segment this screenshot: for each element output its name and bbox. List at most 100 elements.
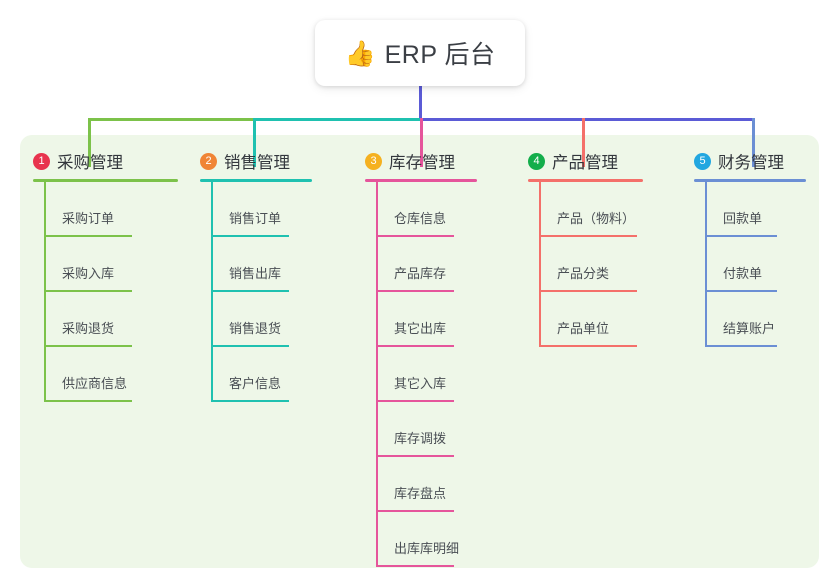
branch-drop-5 bbox=[752, 118, 755, 167]
branch-item-rule bbox=[705, 345, 777, 347]
branches-panel bbox=[20, 135, 819, 568]
branch-item-label: 客户信息 bbox=[229, 376, 282, 391]
branch-item-label: 销售订单 bbox=[229, 211, 282, 226]
branch-item-rule bbox=[376, 345, 454, 347]
branch-item[interactable]: 供应商信息 bbox=[33, 347, 178, 402]
branch-item-list: 产品（物料） 产品分类产品单位 bbox=[528, 182, 643, 347]
root-node[interactable]: 👍 ERP 后台 bbox=[315, 20, 525, 86]
branch-item-label: 产品分类 bbox=[557, 266, 610, 281]
branch-drop-4 bbox=[582, 118, 585, 167]
branch-item[interactable]: 采购订单 bbox=[33, 182, 178, 237]
branch-item[interactable]: 产品（物料） bbox=[528, 182, 643, 237]
branch-item[interactable]: 销售退货 bbox=[200, 292, 312, 347]
branch-header-5[interactable]: 5 财务管理 bbox=[694, 149, 806, 173]
branch-item[interactable]: 出库库明细 bbox=[365, 512, 477, 567]
branch-item-rule bbox=[211, 345, 289, 347]
branch-header-1[interactable]: 1 采购管理 bbox=[33, 149, 178, 173]
branch-item[interactable]: 库存盘点 bbox=[365, 457, 477, 512]
branch-drop-1 bbox=[88, 118, 91, 167]
branch-item-list: 仓库信息产品库存其它出库其它入库库存调拨库存盘点出库库明细 bbox=[365, 182, 477, 567]
branch-title: 财务管理 bbox=[718, 154, 784, 172]
branch-item[interactable]: 产品库存 bbox=[365, 237, 477, 292]
branch-column-3[interactable]: 3 库存管理仓库信息产品库存其它出库其它入库库存调拨库存盘点出库库明细 bbox=[365, 149, 477, 567]
branch-item-rule bbox=[376, 455, 454, 457]
branch-item-label: 出库库明细 bbox=[394, 541, 460, 556]
branch-item-label: 供应商信息 bbox=[62, 376, 128, 391]
branch-item[interactable]: 其它出库 bbox=[365, 292, 477, 347]
branch-item-label: 库存盘点 bbox=[394, 486, 447, 501]
branch-column-5[interactable]: 5 财务管理回款单付款单结算账户 bbox=[694, 149, 806, 347]
branch-spine bbox=[376, 182, 378, 567]
branch-column-1[interactable]: 1 采购管理采购订单采购入库采购退货供应商信息 bbox=[33, 149, 178, 402]
branch-item-rule bbox=[376, 290, 454, 292]
branch-number-badge: 1 bbox=[33, 152, 50, 170]
branch-item-rule bbox=[211, 400, 289, 402]
branch-item-rule bbox=[539, 290, 637, 292]
branch-item[interactable]: 销售订单 bbox=[200, 182, 312, 237]
branch-item[interactable]: 销售出库 bbox=[200, 237, 312, 292]
branch-item[interactable]: 采购退货 bbox=[33, 292, 178, 347]
branch-header-rule bbox=[365, 179, 477, 182]
branch-title: 销售管理 bbox=[224, 154, 290, 172]
branch-item-rule bbox=[376, 400, 454, 402]
branch-number-badge: 2 bbox=[200, 152, 217, 170]
branch-item-rule bbox=[539, 345, 637, 347]
branch-item[interactable]: 库存调拨 bbox=[365, 402, 477, 457]
branch-item[interactable]: 产品分类 bbox=[528, 237, 643, 292]
branch-item-rule bbox=[44, 400, 132, 402]
branch-item[interactable]: 客户信息 bbox=[200, 347, 312, 402]
branch-item-label: 仓库信息 bbox=[394, 211, 447, 226]
branch-column-2[interactable]: 2 销售管理销售订单销售出库销售退货客户信息 bbox=[200, 149, 312, 402]
branch-header-2[interactable]: 2 销售管理 bbox=[200, 149, 312, 173]
bus-segment-1 bbox=[88, 118, 255, 121]
branch-item-rule bbox=[376, 565, 454, 567]
branch-item-rule bbox=[539, 235, 637, 237]
branch-title: 采购管理 bbox=[57, 154, 123, 172]
branch-number-badge: 4 bbox=[528, 152, 545, 170]
branch-item-label: 销售退货 bbox=[229, 321, 282, 336]
branch-drop-2 bbox=[253, 118, 256, 167]
branch-header-rule bbox=[528, 179, 643, 182]
branch-item[interactable]: 采购入库 bbox=[33, 237, 178, 292]
branch-item-list: 回款单付款单结算账户 bbox=[694, 182, 806, 347]
branch-item-label: 销售出库 bbox=[229, 266, 282, 281]
thumbs-up-icon: 👍 bbox=[344, 38, 376, 68]
branch-spine bbox=[44, 182, 46, 402]
branch-item-rule bbox=[705, 235, 777, 237]
branch-number-badge: 5 bbox=[694, 152, 711, 170]
branch-drop-3 bbox=[420, 118, 423, 167]
branch-item-rule bbox=[376, 235, 454, 237]
branch-item-label: 结算账户 bbox=[723, 321, 776, 336]
bus-segment-2 bbox=[253, 118, 422, 121]
branch-item-label: 库存调拨 bbox=[394, 431, 447, 446]
branch-item-label: 产品单位 bbox=[557, 321, 610, 336]
branch-item[interactable]: 结算账户 bbox=[694, 292, 806, 347]
branch-item-label: 付款单 bbox=[723, 266, 763, 281]
branch-header-rule bbox=[200, 179, 312, 182]
branch-item-label: 采购入库 bbox=[62, 266, 115, 281]
branch-number-badge: 3 bbox=[365, 152, 382, 170]
branch-title: 库存管理 bbox=[389, 154, 455, 172]
branch-item-rule bbox=[44, 235, 132, 237]
branch-item[interactable]: 其它入库 bbox=[365, 347, 477, 402]
branch-spine bbox=[539, 182, 541, 347]
branch-item-rule bbox=[44, 345, 132, 347]
branch-item[interactable]: 付款单 bbox=[694, 237, 806, 292]
branch-header-3[interactable]: 3 库存管理 bbox=[365, 149, 477, 173]
branch-header-rule bbox=[33, 179, 178, 182]
root-stem bbox=[419, 86, 422, 120]
branch-item-list: 销售订单销售出库销售退货客户信息 bbox=[200, 182, 312, 402]
branch-item[interactable]: 回款单 bbox=[694, 182, 806, 237]
branch-header-rule bbox=[694, 179, 806, 182]
branch-spine bbox=[211, 182, 213, 402]
bus-segment-3 bbox=[420, 118, 755, 121]
branch-item[interactable]: 产品单位 bbox=[528, 292, 643, 347]
branch-item-label: 产品（物料） bbox=[557, 211, 636, 226]
branch-item-rule bbox=[44, 290, 132, 292]
branch-item[interactable]: 仓库信息 bbox=[365, 182, 477, 237]
branch-item-label: 其它入库 bbox=[394, 376, 447, 391]
branch-item-rule bbox=[705, 290, 777, 292]
